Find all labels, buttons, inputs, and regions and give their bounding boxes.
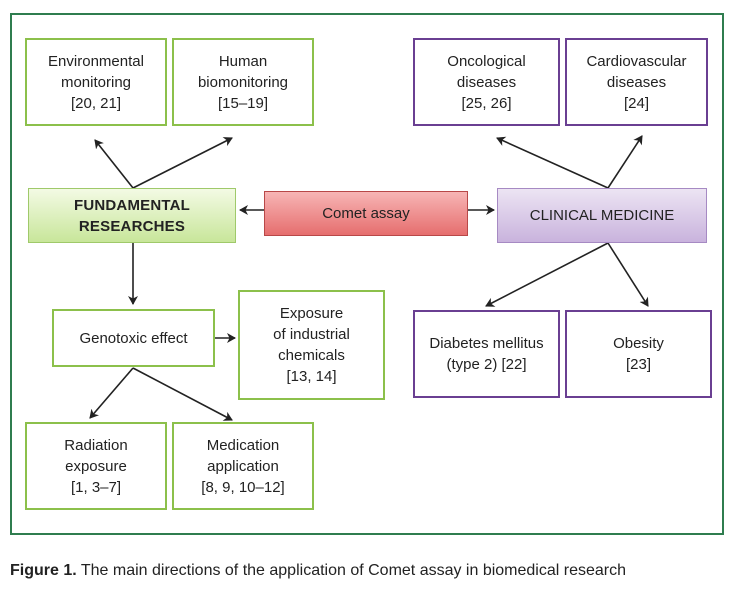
diagram-frame [10,13,724,535]
node-cardiovascular-diseases: Cardiovascular diseases [24] [565,38,708,126]
node-fundamental-researches: FUNDAMENTAL RESEARCHES [28,188,236,243]
arrow-to-medication [132,367,233,421]
node-human-biomonitoring: Human biomonitoring [15–19] [172,38,314,126]
arrow-to-obesity [607,242,649,307]
arrow-to-environmental [94,139,134,189]
figure-caption: Figure 1. The main directions of the app… [10,562,626,580]
arrow-to-cardiovascular [607,135,643,189]
arrow-to-radiation [89,367,134,419]
node-industrial-chemicals: Exposure of industrial chemicals [13, 14… [238,290,385,400]
node-oncological-diseases: Oncological diseases [25, 26] [413,38,560,126]
node-environmental-monitoring: Environmental monitoring [20, 21] [25,38,167,126]
arrow-to-oncological [496,136,609,189]
figure-label: Figure 1. [10,562,77,579]
node-radiation-exposure: Radiation exposure [1, 3–7] [25,422,167,510]
arrow-to-diabetes [485,242,609,307]
node-diabetes-mellitus: Diabetes mellitus (type 2) [22] [413,310,560,398]
node-comet-assay: Comet assay [264,191,468,236]
node-obesity: Obesity [23] [565,310,712,398]
node-genotoxic-effect: Genotoxic effect [52,309,215,367]
arrow-to-human-biomonitoring [132,137,233,189]
node-clinical-medicine: CLINICAL MEDICINE [497,188,707,243]
node-medication-application: Medication application [8, 9, 10–12] [172,422,314,510]
figure-caption-text: The main directions of the application o… [76,562,627,579]
